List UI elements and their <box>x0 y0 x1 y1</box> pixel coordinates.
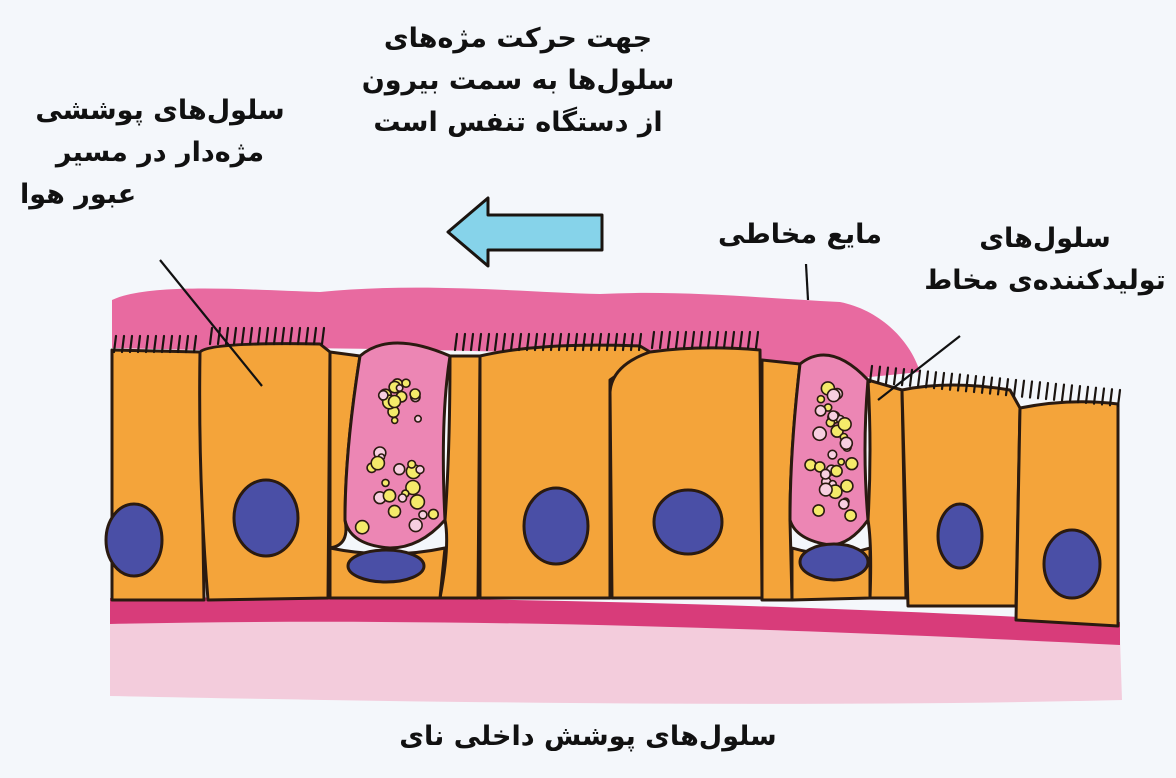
cell-6 <box>610 348 762 598</box>
caption: سلول‌های پوشش داخلی نای <box>388 716 788 758</box>
mucus-granule <box>416 466 424 474</box>
mucus-granule <box>827 389 839 401</box>
mucus-granule <box>383 490 395 502</box>
cilium <box>1022 381 1024 397</box>
cell-2 <box>200 344 330 600</box>
direction-line-2: سلول‌ها به سمت بیرون <box>318 60 718 102</box>
mucus-granule <box>821 469 831 479</box>
direction-line-1: جهت حرکت مژه‌های <box>318 18 718 60</box>
mucus-granule <box>840 437 852 449</box>
mucus-granule <box>410 389 420 399</box>
mucus-cells-line-2: تولیدکننده‌ی مخاط <box>920 260 1170 302</box>
mucus-granule <box>402 379 410 387</box>
mucus-granule <box>399 494 407 502</box>
nucleus-4 <box>524 488 588 564</box>
mucus-granule <box>409 519 422 532</box>
nucleus-5 <box>654 490 722 554</box>
mucus-cells-line-1: سلول‌های <box>920 218 1170 260</box>
mucus-fluid-label: مایع مخاطی <box>690 214 910 256</box>
cell-9 <box>902 385 1020 606</box>
mucus-granule <box>396 385 402 391</box>
mucus-granule <box>813 427 826 440</box>
leader-mucus-fluid <box>806 264 808 300</box>
mucus-granule <box>410 495 424 509</box>
direction-label: جهت حرکت مژه‌های سلول‌ها به سمت بیرون از… <box>318 18 718 144</box>
cell-8 <box>868 380 906 598</box>
mucus-granule <box>389 396 401 408</box>
cilium <box>1030 381 1032 397</box>
mucus-granule <box>389 505 401 517</box>
nucleus-6 <box>800 544 868 580</box>
nucleus-3 <box>348 550 424 582</box>
ciliated-cells-label: سلول‌های پوششی مژه‌دار در مسیر عبور هوا <box>20 90 300 216</box>
cilium <box>1054 384 1056 400</box>
mucus-granule <box>817 396 824 403</box>
direction-line-3: از دستگاه تنفس است <box>318 102 718 144</box>
cilium <box>1070 385 1072 401</box>
mucus-fluid-text: مایع مخاطی <box>690 214 910 256</box>
mucus-granule <box>379 391 388 400</box>
mucus-granule <box>813 505 824 516</box>
cilium <box>1078 386 1080 402</box>
mucus-granule <box>828 450 837 459</box>
mucus-granule <box>820 483 833 496</box>
mucus-granule <box>415 416 421 422</box>
mucus-granule <box>841 480 853 492</box>
ciliated-line-3: عبور هوا <box>20 174 300 216</box>
direction-arrow <box>448 198 602 266</box>
mucus-granule <box>828 411 838 421</box>
mucus-granule <box>839 499 849 509</box>
mucus-granule <box>429 509 439 519</box>
nucleus-7 <box>938 504 982 568</box>
mucus-granule <box>419 511 427 519</box>
mucus-granule <box>394 464 405 475</box>
nucleus-8 <box>1044 530 1100 598</box>
mucus-granule <box>392 417 398 423</box>
mucus-granule <box>371 457 384 470</box>
mucus-granule <box>838 459 844 465</box>
mucus-granule <box>831 466 842 477</box>
mucus-granule <box>815 406 825 416</box>
cilium <box>918 371 920 387</box>
mucus-cells-label: سلول‌های تولیدکننده‌ی مخاط <box>920 218 1170 302</box>
caption-text: سلول‌های پوشش داخلی نای <box>388 716 788 758</box>
mucus-granule <box>408 461 416 469</box>
cilium <box>1014 380 1016 396</box>
nucleus-1 <box>106 504 162 576</box>
mucus-granule <box>356 521 369 534</box>
mucus-granule <box>382 479 389 486</box>
cilium <box>1046 383 1048 399</box>
cilium <box>1062 385 1064 401</box>
mucus-granule <box>838 418 851 431</box>
ciliated-line-2: مژه‌دار در مسیر <box>20 132 300 174</box>
ciliated-line-1: سلول‌های پوششی <box>20 90 300 132</box>
cilium <box>1038 382 1040 398</box>
mucus-granule <box>846 458 858 470</box>
cilium <box>1118 390 1120 406</box>
nucleus-2 <box>234 480 298 556</box>
mucus-granule <box>845 510 856 521</box>
